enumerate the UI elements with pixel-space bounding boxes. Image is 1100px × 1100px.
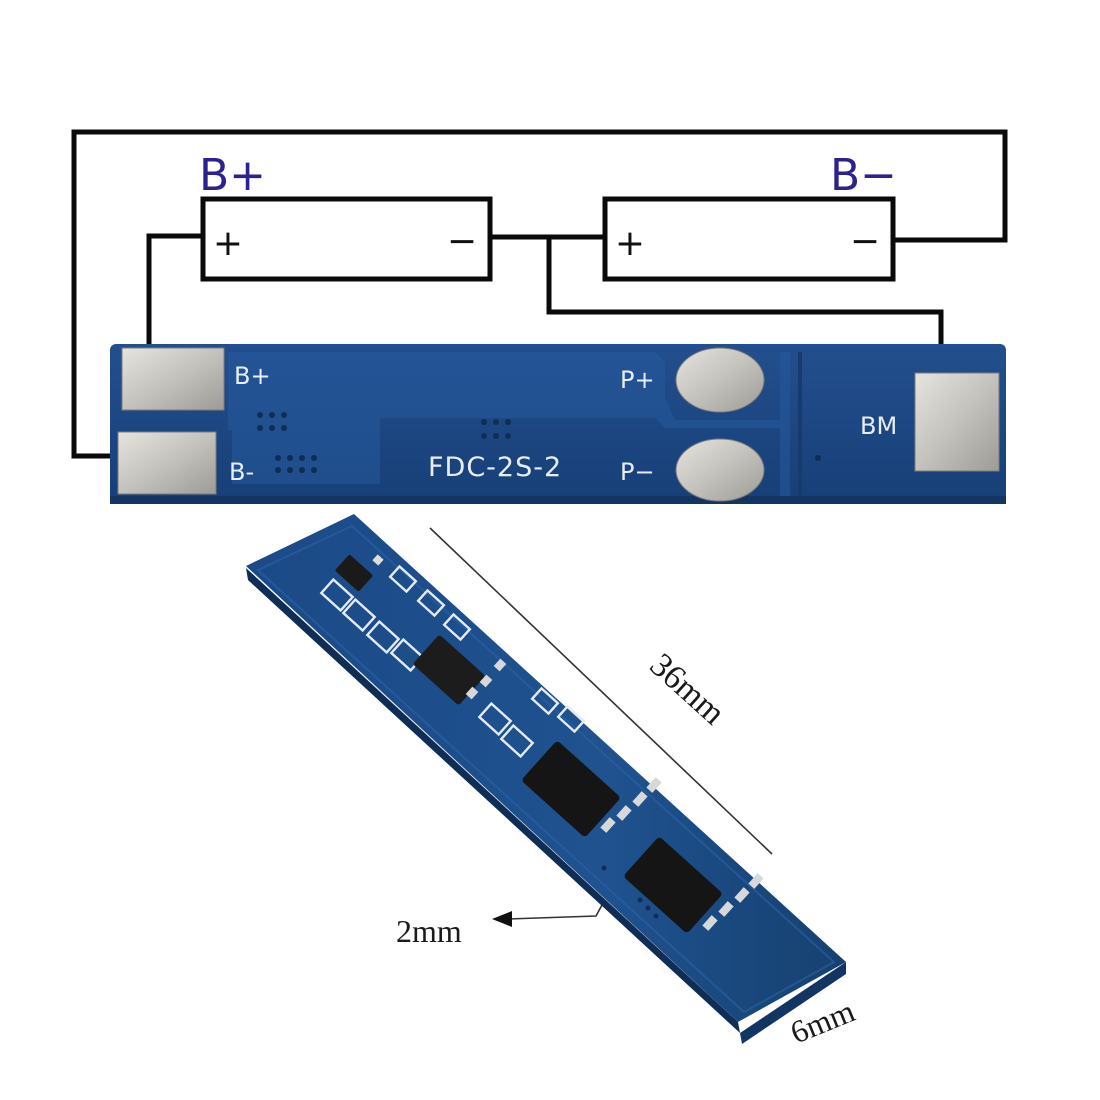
- dimension-length: 36mm: [643, 646, 732, 732]
- cell1-minus-sign: −: [447, 221, 477, 262]
- arrow-left-icon: [492, 911, 512, 927]
- pcb-sot-chip-2: [413, 635, 507, 705]
- pcb-label-b-minus: B-: [229, 458, 254, 486]
- pcb-model-label: FDC-2S-2: [428, 452, 562, 483]
- dimension-line-length: [429, 527, 773, 855]
- pcb-label-p-plus: P+: [620, 366, 655, 394]
- via-holes: [257, 412, 821, 473]
- pad-p-minus: [675, 438, 765, 502]
- pcb-sot-chip-1: [335, 554, 384, 592]
- pcb-trace-main: [228, 352, 790, 496]
- wire-b-minus-loop: [71, 129, 1008, 459]
- cell2-minus-sign: −: [850, 221, 880, 262]
- pcb-mosfet-1: [522, 741, 662, 837]
- pcb-label-b-plus: B+: [234, 362, 271, 390]
- label-b-plus: B+: [199, 150, 266, 201]
- pad-b-plus: [121, 347, 225, 411]
- pad-b-minus: [117, 431, 217, 495]
- label-b-minus: B−: [830, 150, 897, 201]
- pcb-angled-photo: [246, 514, 846, 1044]
- battery-cell-2: + −: [602, 196, 896, 282]
- wire-b-plus: [146, 233, 203, 382]
- pcb-label-bm: BM: [860, 412, 897, 440]
- dimension-thickness-label: 2mm: [396, 913, 462, 949]
- pcb-top-view: B+ B- P+ P− BM FDC-2S-2: [110, 344, 1006, 504]
- pad-bm: [914, 372, 1000, 472]
- battery-cell-1: + −: [200, 196, 493, 282]
- cell2-plus-sign: +: [615, 223, 645, 264]
- pad-p-plus: [675, 347, 765, 413]
- cell1-plus-sign: +: [213, 223, 243, 264]
- dimension-thickness: 2mm: [396, 904, 603, 949]
- pcb-label-p-minus: P−: [620, 458, 655, 486]
- pcb-mosfet-2: [624, 837, 764, 933]
